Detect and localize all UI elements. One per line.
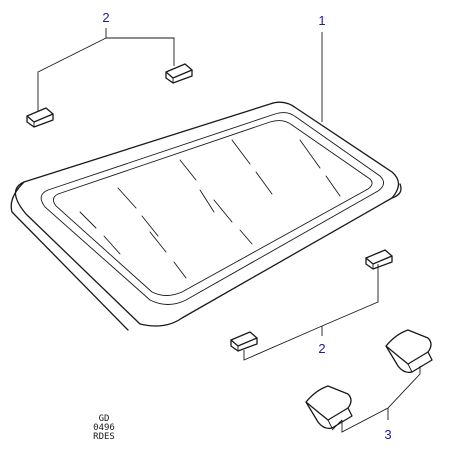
callout-clip-lower: 2 <box>318 341 325 356</box>
drawing-code: GD 0496 RDES <box>93 414 115 442</box>
bracket-right <box>385 329 433 374</box>
clip-lower-right <box>365 249 393 270</box>
drawing-code-line-3: RDES <box>93 432 115 442</box>
drawing-code-line-2: 0496 <box>93 423 115 433</box>
glass-panel <box>10 101 402 331</box>
callout-glass: 1 <box>318 13 325 28</box>
leader-lines <box>37 28 421 433</box>
clip-lower-left <box>230 331 258 352</box>
bracket-left <box>305 385 353 430</box>
callout-clip-upper: 2 <box>102 10 109 25</box>
callout-bracket: 3 <box>384 427 391 442</box>
clip-upper-left <box>26 107 54 128</box>
clip-upper-right <box>165 63 193 84</box>
drawing-code-line-1: GD <box>99 414 110 424</box>
